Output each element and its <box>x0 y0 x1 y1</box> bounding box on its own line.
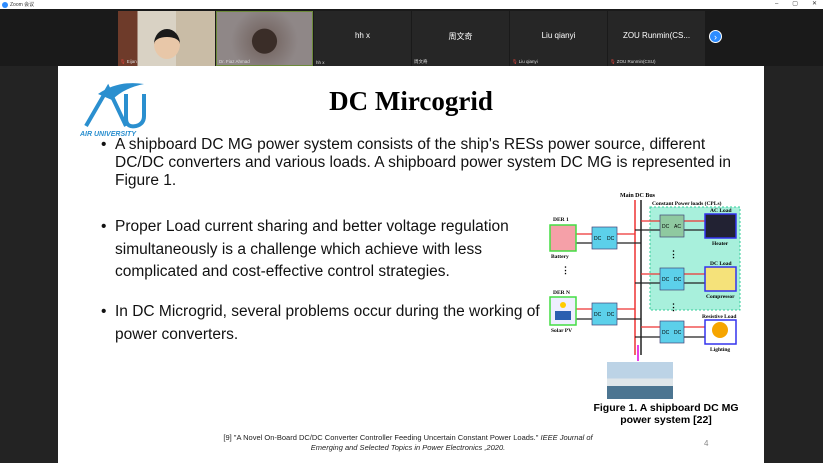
next-page-button[interactable]: › <box>709 30 722 43</box>
shared-slide: AIR UNIVERSITY DC Mircogrid •A shipboard… <box>58 66 764 463</box>
svg-text:Solar PV: Solar PV <box>551 328 572 334</box>
bullet-item: •In DC Microgrid, several problems occur… <box>101 303 540 343</box>
participant-tile[interactable]: 🎙Eijan <box>118 11 215 66</box>
participant-strip: 🎙Eijan Dr. Fiaz Ahmad hh x hh x 周文奇 周文奇 … <box>0 9 823 66</box>
slide-title: DC Mircogrid <box>329 86 493 116</box>
minimize-button[interactable]: – <box>774 1 779 7</box>
mic-muted-icon: 🎙 <box>512 59 518 64</box>
heater-icon <box>704 213 737 239</box>
svg-text:DC: DC <box>607 312 615 318</box>
svg-text:DC: DC <box>662 224 670 230</box>
dc-microgrid-diagram: Main DC Bus Constant Power loads (CPLs) … <box>549 193 741 361</box>
svg-text:DC: DC <box>594 236 602 242</box>
participant-name: Eijan <box>126 59 137 64</box>
svg-text:AC Load: AC Load <box>710 208 732 214</box>
svg-text:DER 1: DER 1 <box>553 217 569 223</box>
participant-display-name: hh x <box>354 31 371 40</box>
bullet-item: •Proper Load current sharing and better … <box>101 218 509 280</box>
participant-name: 周文奇 <box>414 59 428 64</box>
air-university-logo: AIR UNIVERSITY <box>79 83 146 138</box>
svg-text:Heater: Heater <box>712 241 729 247</box>
svg-text:DC: DC <box>607 236 615 242</box>
close-button[interactable]: ✕ <box>811 1 817 7</box>
svg-text:DER N: DER N <box>553 290 570 296</box>
participant-tile[interactable]: 周文奇 周文奇 <box>412 11 509 66</box>
window-title-bar: Zoom 会议 – ▢ ✕ <box>0 0 823 9</box>
page-number: 4 <box>704 439 709 448</box>
svg-text:Constant Power loads (CPLs): Constant Power loads (CPLs) <box>652 200 722 207</box>
svg-text:Resistive Load: Resistive Load <box>702 314 736 320</box>
zoom-logo-icon <box>2 1 8 8</box>
svg-text:DC: DC <box>662 330 670 336</box>
figure-caption: Figure 1. A shipboard DC MG power system… <box>593 402 739 426</box>
maximize-button[interactable]: ▢ <box>792 1 798 7</box>
svg-text:DC: DC <box>594 312 602 318</box>
participant-name: Dr. Fiaz Ahmad <box>219 59 250 64</box>
reference-text: [9] "A Novel On-Board DC/DC Converter Co… <box>223 433 593 452</box>
participant-display-name: 周文奇 <box>448 32 473 41</box>
svg-text:Lighting: Lighting <box>710 347 730 353</box>
battery-icon <box>549 224 577 252</box>
participant-name: hh x <box>316 60 325 65</box>
compressor-icon <box>704 266 737 292</box>
svg-text:⋮: ⋮ <box>561 265 570 275</box>
participant-display-name: ZOU Runmin(CS... <box>622 31 691 40</box>
svg-text:⋮: ⋮ <box>669 249 678 259</box>
ship-photo <box>607 362 673 399</box>
participant-tile[interactable]: hh x hh x <box>314 11 411 66</box>
participant-display-name: Liu qianyi <box>541 31 576 40</box>
svg-text:AC: AC <box>674 224 681 230</box>
svg-text:⋮: ⋮ <box>669 302 678 312</box>
participant-video <box>154 29 180 59</box>
participant-tile[interactable]: Liu qianyi 🎙Liu qianyi <box>510 11 607 66</box>
participant-tile[interactable]: ZOU Runmin(CS... 🎙ZOU Runmin(CSU) <box>608 11 705 66</box>
mic-muted-icon: 🎙 <box>120 59 126 64</box>
mic-muted-icon: 🎙 <box>610 59 616 64</box>
window-title: Zoom 会议 <box>10 2 35 8</box>
svg-text:DC: DC <box>662 277 670 283</box>
bullet-item: •A shipboard DC MG power system consists… <box>101 136 731 189</box>
participant-tile[interactable]: Dr. Fiaz Ahmad <box>216 11 313 66</box>
svg-text:DC: DC <box>674 330 682 336</box>
svg-text:Main DC Bus: Main DC Bus <box>620 193 656 199</box>
participant-name: ZOU Runmin(CSU) <box>616 59 656 64</box>
participant-name: Liu qianyi <box>518 59 538 64</box>
logo-text: AIR UNIVERSITY <box>79 131 137 138</box>
svg-text:Battery: Battery <box>551 254 569 260</box>
svg-text:Compressor: Compressor <box>706 294 735 300</box>
svg-text:DC: DC <box>674 277 682 283</box>
svg-text:DC Load: DC Load <box>710 261 732 267</box>
